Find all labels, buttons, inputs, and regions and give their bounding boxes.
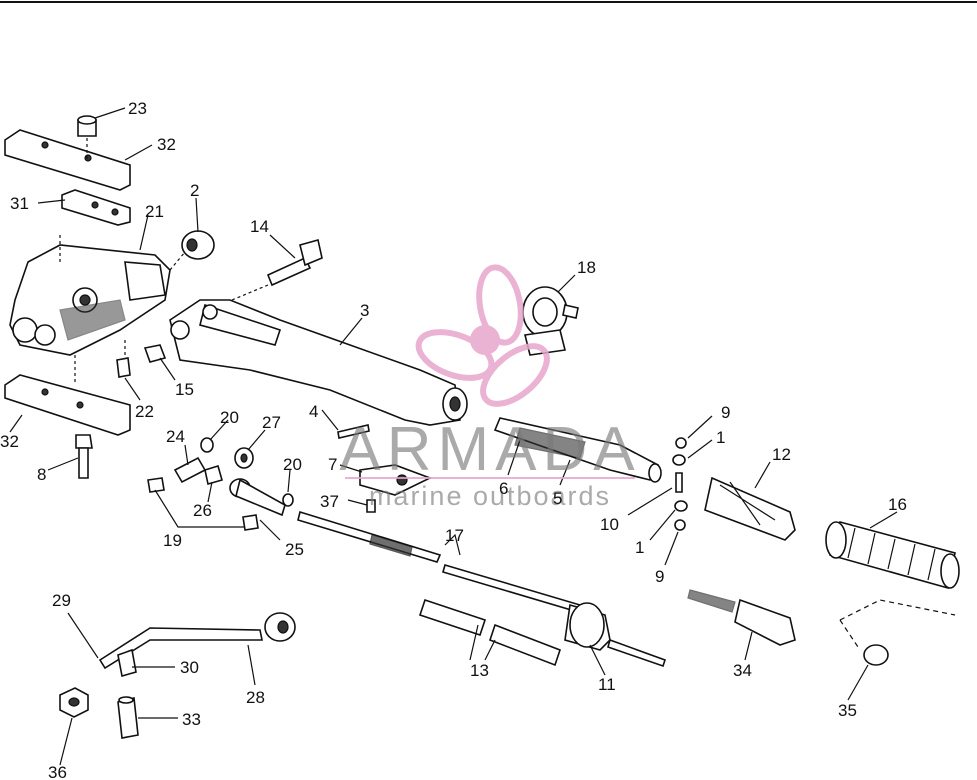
callout-17: 17 — [445, 526, 464, 545]
callout-6: 6 — [499, 479, 508, 498]
screw-19b — [242, 514, 259, 531]
switch-34 — [687, 589, 796, 646]
tiller-arm-3 — [169, 299, 468, 426]
cable-17 — [297, 510, 581, 613]
callout-15: 15 — [175, 380, 194, 399]
callout-18: 18 — [577, 258, 596, 277]
leader-lines — [9, 107, 898, 766]
callout-2: 2 — [190, 181, 199, 200]
callout-28: 28 — [246, 688, 265, 707]
bracket-plate-lower — [4, 374, 131, 436]
nut-15 — [143, 344, 167, 363]
grip-16 — [825, 521, 960, 590]
callout-13: 13 — [470, 661, 489, 680]
callout-26: 26 — [193, 501, 212, 520]
fitting-22 — [116, 357, 131, 378]
washer-1a — [672, 454, 686, 466]
bolt-14 — [266, 239, 323, 287]
cylinder-11 — [564, 602, 667, 668]
callout-1-a: 1 — [716, 428, 725, 447]
callout-27: 27 — [262, 413, 281, 432]
tube-13b — [488, 623, 562, 667]
nut-36 — [59, 687, 89, 718]
bracket-plate-upper — [4, 129, 131, 191]
throttle-shaft-5 — [493, 417, 662, 483]
pin-10 — [675, 472, 683, 493]
callout-5: 5 — [553, 489, 562, 508]
pin-4 — [337, 424, 370, 439]
callout-32-lower: 32 — [0, 432, 19, 451]
callout-16: 16 — [888, 495, 907, 514]
callout-36: 36 — [48, 763, 67, 780]
screw-8 — [75, 434, 93, 479]
washer-1b — [674, 500, 688, 512]
callout-24: 24 — [166, 427, 185, 446]
callout-8: 8 — [37, 465, 46, 484]
callout-10: 10 — [600, 515, 619, 534]
callout-12: 12 — [772, 445, 791, 464]
callout-32-upper: 32 — [157, 135, 176, 154]
arm-25 — [229, 478, 286, 517]
fuse-holder-33 — [117, 696, 139, 739]
callout-37: 37 — [320, 492, 339, 511]
ring-20b — [282, 493, 294, 507]
grip-sleeve-12 — [704, 476, 796, 541]
ring-20a — [200, 437, 214, 453]
cap-35 — [863, 644, 889, 666]
callout-20-a: 20 — [220, 408, 239, 427]
brand-watermark: ARMADA marine outboards — [339, 264, 640, 511]
link-24 — [173, 456, 207, 484]
washer-9b — [674, 519, 686, 531]
callout-14: 14 — [250, 217, 269, 236]
callout-22: 22 — [135, 402, 154, 421]
callout-35: 35 — [838, 701, 857, 720]
callout-33: 33 — [182, 710, 201, 729]
brand-tagline: marine outboards — [369, 481, 611, 511]
screw-37 — [366, 499, 376, 513]
callout-4: 4 — [309, 402, 318, 421]
steering-housing-21 — [9, 244, 171, 356]
callout-23: 23 — [128, 99, 147, 118]
callout-34: 34 — [733, 661, 752, 680]
callout-29: 29 — [52, 591, 71, 610]
wire-harness-28 — [98, 612, 296, 670]
washer-9a — [675, 437, 687, 449]
screw-19a — [147, 477, 165, 493]
callout-9-b: 9 — [655, 567, 664, 586]
brand-name: ARMADA — [339, 415, 640, 484]
nut-27 — [234, 447, 254, 469]
callout-20-b: 20 — [283, 455, 302, 474]
callout-25: 25 — [285, 540, 304, 559]
callout-9-a: 9 — [721, 403, 730, 422]
nut-23 — [77, 115, 97, 137]
propeller-icon — [415, 264, 550, 407]
nut-26 — [204, 464, 223, 486]
callout-19: 19 — [163, 531, 182, 550]
callout-labels: 23 32 31 21 2 14 3 18 15 22 32 8 4 20 27… — [0, 99, 907, 780]
washer-2 — [181, 230, 215, 260]
callout-1-b: 1 — [635, 538, 644, 557]
callout-7: 7 — [328, 455, 337, 474]
callout-3: 3 — [360, 301, 369, 320]
throttle-bracket-18 — [522, 286, 579, 356]
callout-31: 31 — [10, 194, 29, 213]
connector-30 — [117, 648, 137, 678]
tube-13a — [418, 598, 487, 637]
callout-21: 21 — [145, 202, 164, 221]
callout-11: 11 — [598, 675, 616, 694]
plate-31 — [61, 189, 131, 226]
callout-30: 30 — [180, 658, 199, 677]
